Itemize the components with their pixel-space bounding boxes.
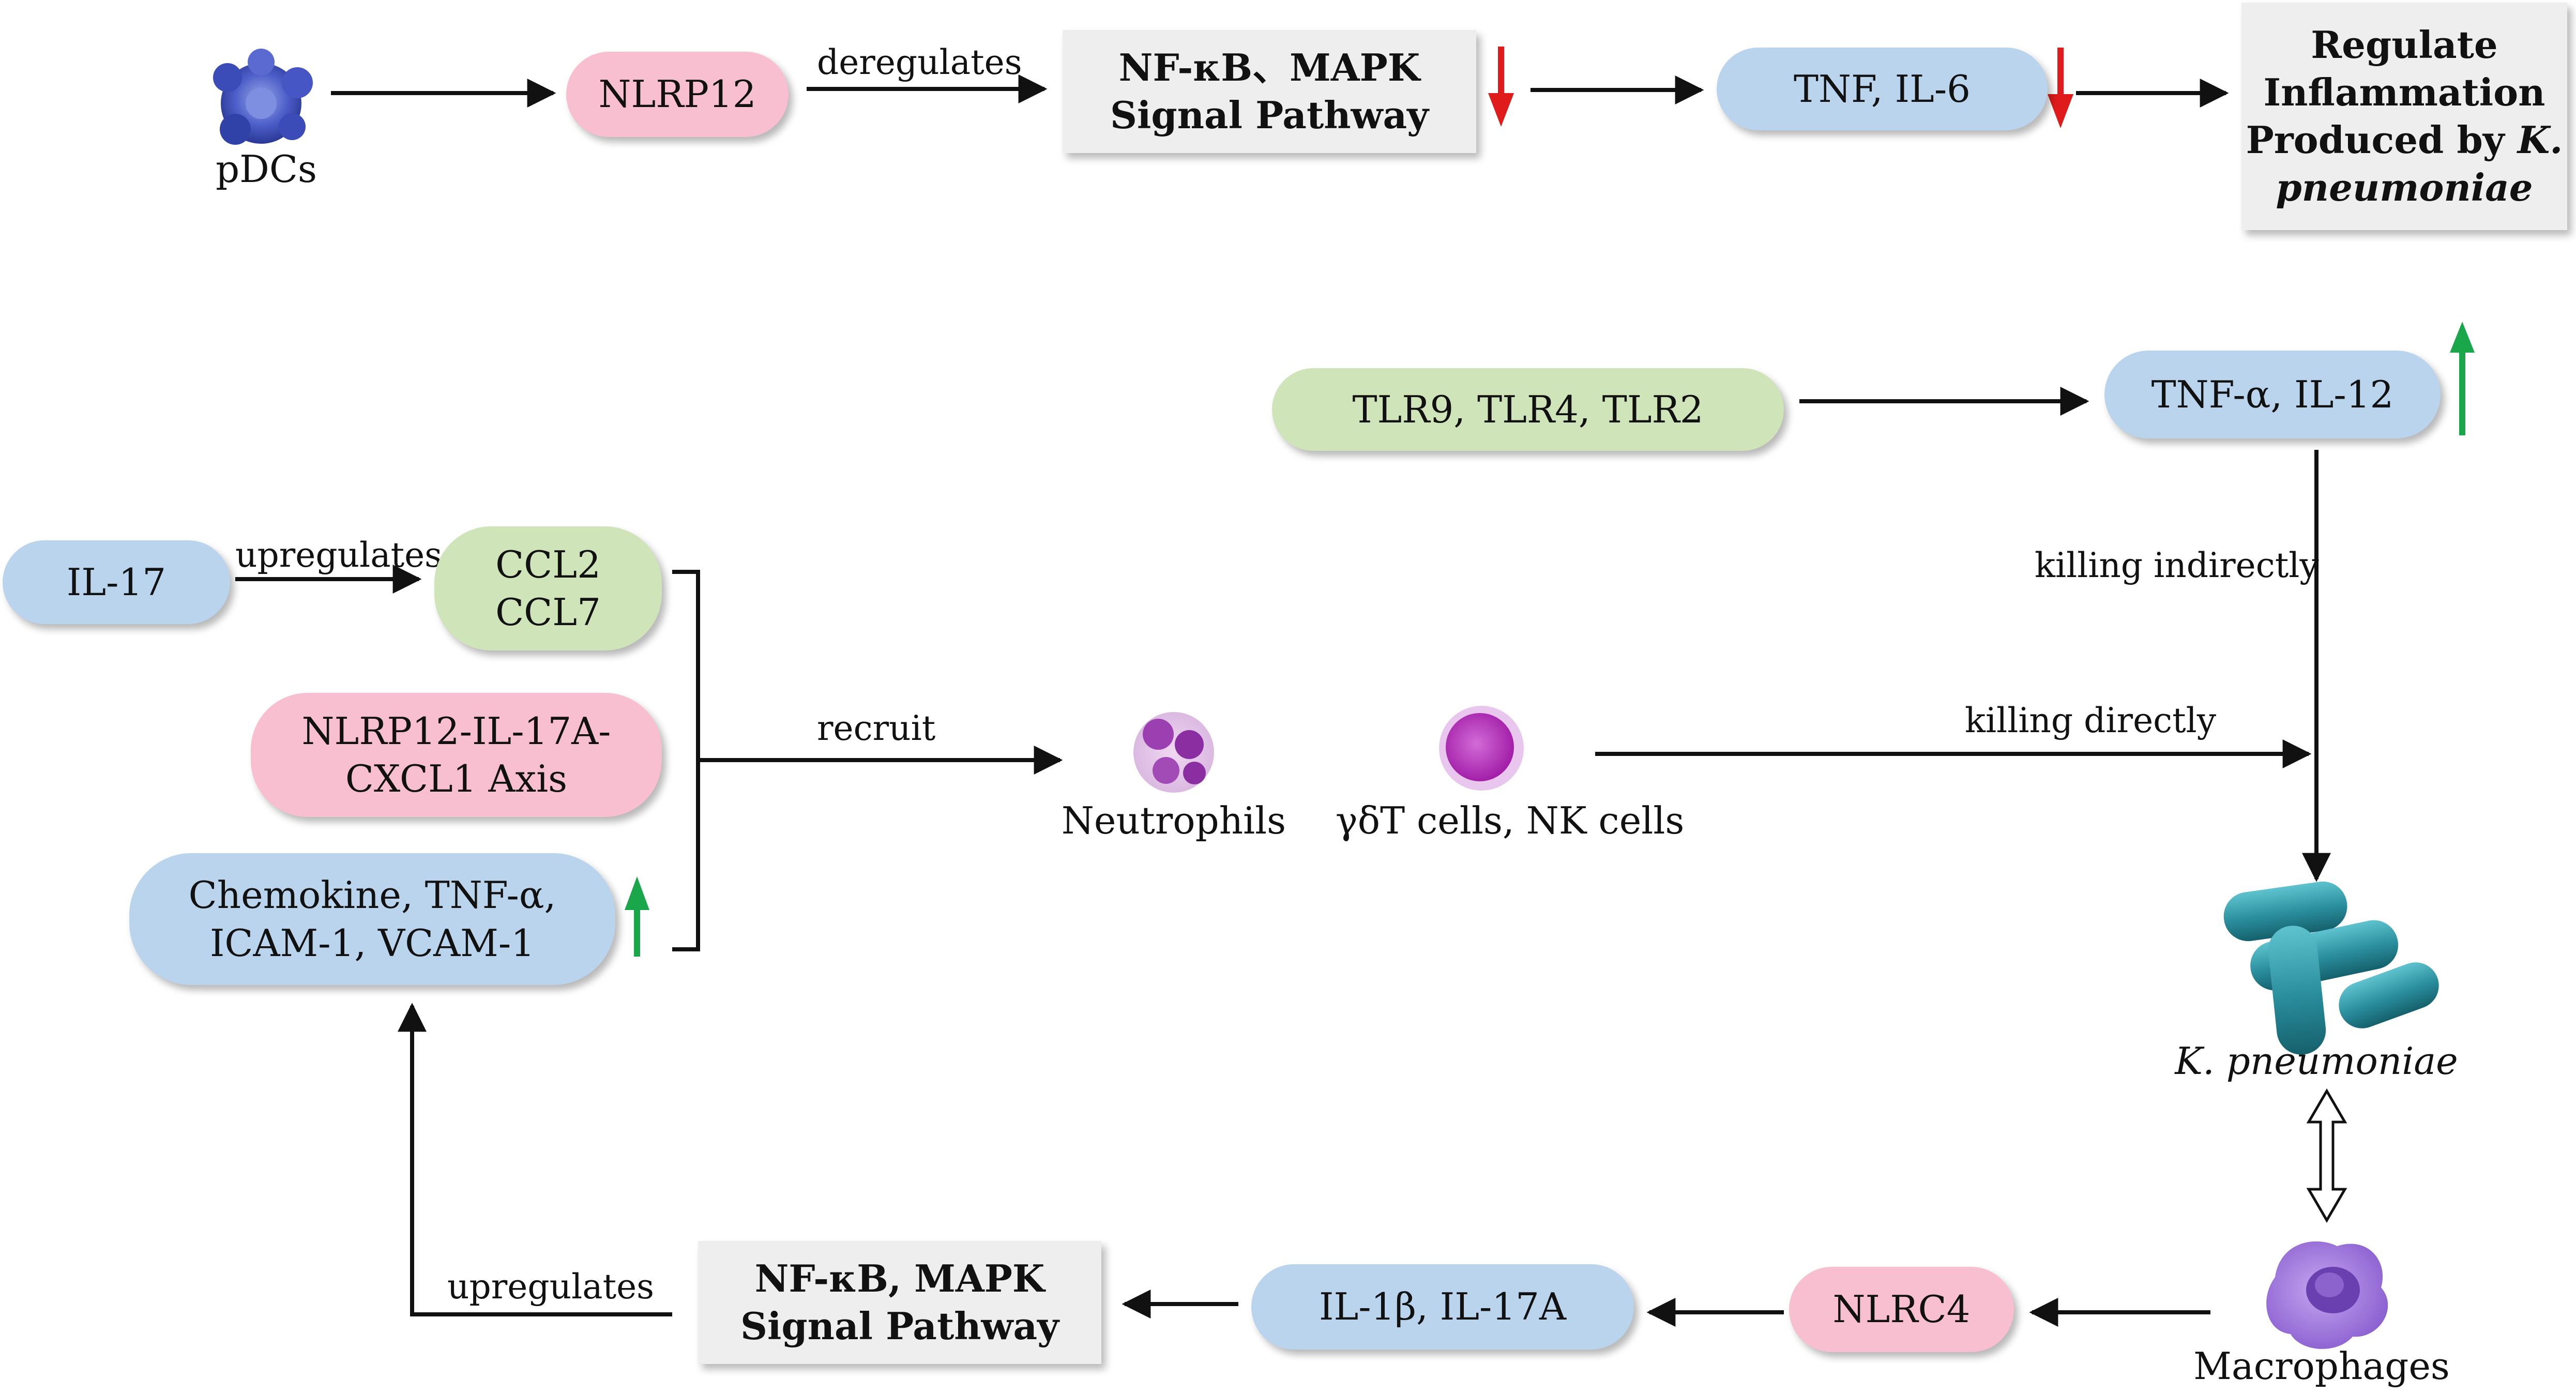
bidirectional-arrow-icon [2306, 1088, 2347, 1223]
nfkb-mapk-pathway-box-bottom: NF-κB, MAPK Signal Pathway [698, 1241, 1101, 1364]
down-arrow-icon [2048, 48, 2073, 128]
nlrp12-node: NLRP12 [566, 52, 789, 137]
il1b-il17a-node: IL-1β, IL-17A [1251, 1264, 1634, 1350]
neutrophils-label: Neutrophils [1061, 799, 1286, 842]
regulate-inflammation-box: Regulate Inflammation Produced by K. pne… [2241, 3, 2567, 230]
tnf-il6-node: TNF, IL-6 [1717, 48, 2048, 130]
tlr-node: TLR9, TLR4, TLR2 [1272, 368, 1784, 451]
regulate-italic2: pneumoniae [2276, 165, 2533, 210]
axis-line2: CXCL1 Axis [345, 757, 568, 800]
chemokine-line1: Chemokine, TNF-α, [188, 873, 556, 917]
pdcs-label: pDCs [216, 147, 317, 191]
up-arrow-icon [2450, 322, 2475, 435]
bottom-pathway-line2: Signal Pathway [740, 1304, 1059, 1348]
bracket [672, 570, 700, 951]
upregulates-label-top: upregulates [235, 535, 443, 575]
chemokine-line2: ICAM-1, VCAM-1 [209, 921, 535, 965]
up-arrow-icon [625, 876, 649, 957]
ccl2-ccl7-node: CCL2 CCL7 [434, 526, 662, 650]
regulate-line3: Produced by [2246, 118, 2505, 162]
regulate-line2: Inflammation [2263, 70, 2545, 114]
arrow-pathway-to-chemokine [398, 1003, 672, 1316]
pdc-cell-icon [213, 49, 313, 145]
pathway-line2: Signal Pathway [1110, 93, 1429, 137]
pathway-line1: NF-κB、MAPK [1118, 45, 1420, 89]
kpneumoniae-label: K. pneumoniae [2175, 1039, 2458, 1083]
killing-directly-label: killing directly [1965, 701, 2217, 740]
kpneumoniae-bacteria-icon [2223, 881, 2439, 1055]
il17-node: IL-17 [3, 540, 230, 624]
macrophages-label: Macrophages [2193, 1344, 2450, 1388]
bottom-pathway-line1: NF-κB, MAPK [754, 1256, 1045, 1300]
killing-indirectly-label: killing indirectly [2035, 546, 2319, 585]
neutrophil-cell-icon [1133, 712, 1214, 793]
ccl-line1: CCL2 [495, 542, 601, 586]
down-arrow-icon [1488, 47, 1514, 127]
nlrp12-il17a-cxcl1-axis-node: NLRP12-IL-17A- CXCL1 Axis [251, 693, 662, 817]
gdt-nk-cells-label: γδT cells, NK cells [1335, 799, 1685, 842]
macrophage-cell-icon [2266, 1241, 2388, 1349]
recruit-label: recruit [817, 708, 936, 748]
ccl-line2: CCL7 [495, 590, 601, 634]
nlrc4-node: NLRC4 [1789, 1267, 2014, 1352]
tnf-alpha-il12-node: TNF-α, IL-12 [2104, 351, 2441, 438]
regulate-italic1: K. [2517, 118, 2563, 162]
deregulates-label: deregulates [817, 42, 1022, 82]
nk-cell-icon [1439, 706, 1524, 791]
regulate-line1: Regulate [2311, 22, 2498, 67]
axis-line1: NLRP12-IL-17A- [301, 709, 611, 753]
nfkb-mapk-pathway-box-top: NF-κB、MAPK Signal Pathway [1063, 30, 1476, 153]
upregulates-label-bottom: upregulates [447, 1267, 655, 1307]
chemokine-node: Chemokine, TNF-α, ICAM-1, VCAM-1 [129, 853, 615, 985]
